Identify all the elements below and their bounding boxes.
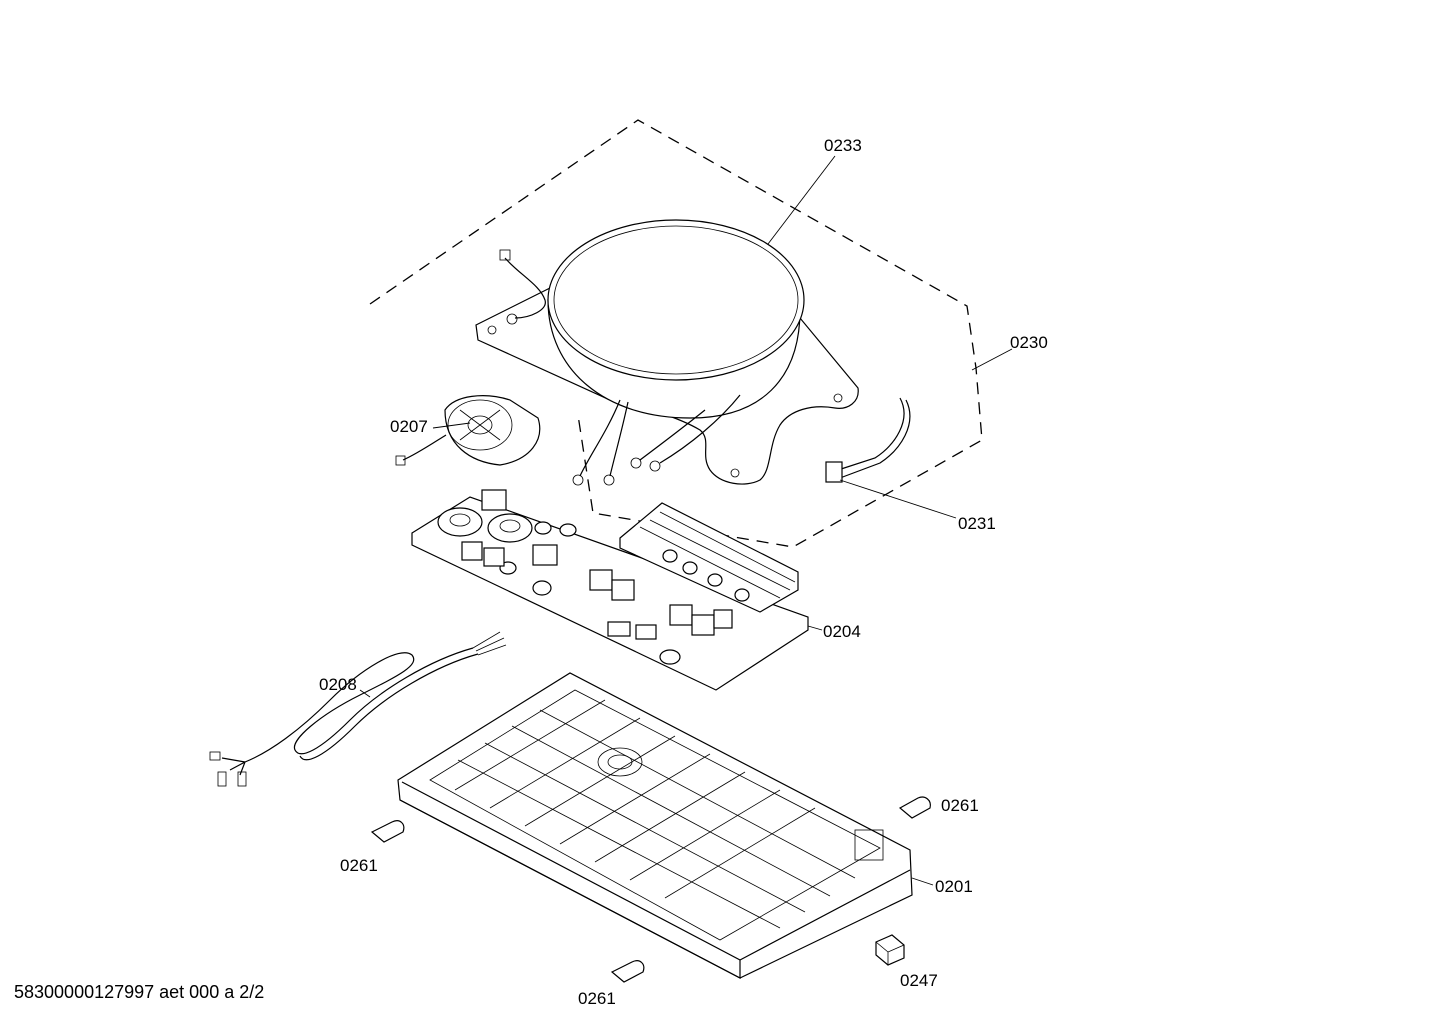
- leader-0231: [839, 479, 957, 519]
- coil-carrier-plate: [475, 282, 859, 485]
- cooling-fan: [395, 395, 541, 466]
- label-0207: 0207: [390, 417, 428, 436]
- power-board: [411, 489, 809, 691]
- coil-lead-wire: [504, 257, 546, 319]
- label-0230: 0230: [1010, 333, 1048, 352]
- leader-0208: [359, 689, 371, 698]
- label-0261-right: 0261: [941, 796, 979, 815]
- document-reference: 58300000127997 aet 000 a 2/2: [14, 982, 265, 1002]
- label-0233: 0233: [824, 136, 862, 155]
- label-0204: 0204: [823, 622, 861, 641]
- label-0231: 0231: [958, 514, 996, 533]
- label-0261-bottom: 0261: [578, 989, 616, 1008]
- label-0201: 0201: [935, 877, 973, 896]
- temperature-sensor: [825, 397, 911, 483]
- clip-left-part: [370, 820, 405, 843]
- coil-connection-wires: [572, 394, 741, 486]
- leader-0230: [971, 348, 1013, 371]
- clip-bottom-part: [610, 960, 645, 983]
- label-0208: 0208: [319, 675, 357, 694]
- power-cable: [209, 631, 507, 787]
- coil-group-boundary: [369, 119, 983, 548]
- leader-0233: [767, 155, 836, 245]
- induction-coil: [547, 219, 805, 419]
- cap-part: [875, 934, 905, 966]
- leader-0204: [807, 625, 823, 631]
- leader-0201: [911, 877, 934, 886]
- label-0247: 0247: [900, 971, 938, 990]
- lower-housing: [397, 672, 913, 979]
- label-0261-left: 0261: [340, 856, 378, 875]
- leader-0207: [432, 422, 471, 429]
- clip-right-part: [898, 796, 931, 819]
